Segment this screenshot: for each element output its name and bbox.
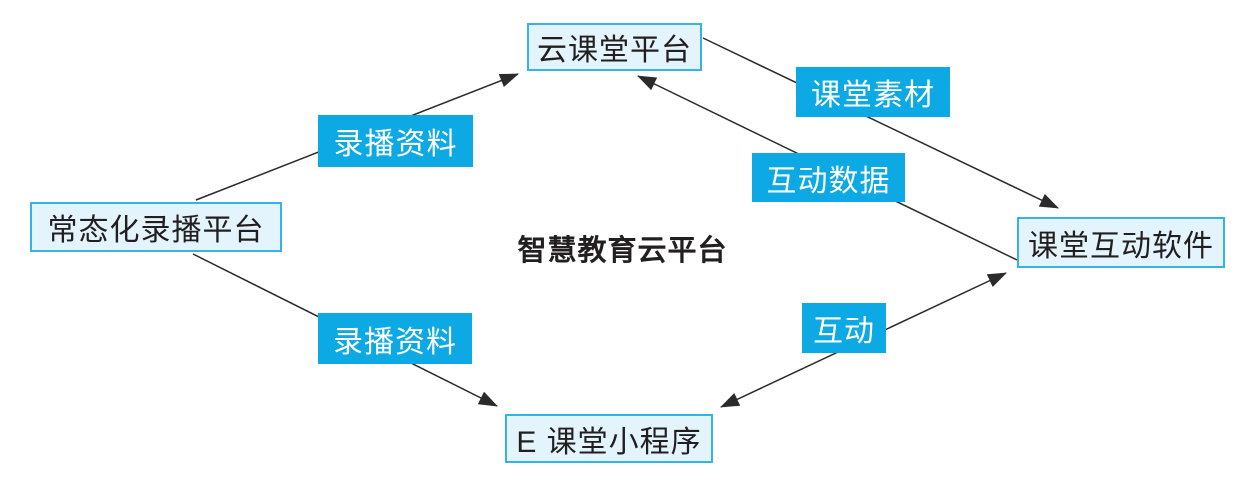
edge-label-interaction-data: 互动数据	[752, 153, 905, 202]
node-cloud-classroom-label: 云课堂平台	[537, 34, 692, 67]
edge-label-recording-materials-bottom: 录播资料	[318, 313, 472, 364]
edge-label-classroom-materials: 课堂素材	[796, 67, 950, 117]
edge-label-interaction: 互动	[802, 303, 886, 353]
edge-cloud-to-interactive	[702, 37, 1059, 209]
diagram-title: 智慧教育云平台	[517, 235, 728, 267]
node-recording-platform: 常态化录播平台	[30, 202, 282, 252]
node-interactive-software-label: 课堂互动软件	[1028, 229, 1214, 263]
edge-label-text: 互动	[813, 315, 875, 348]
edge-label-text: 课堂素材	[811, 79, 935, 112]
node-interactive-software: 课堂互动软件	[1017, 217, 1225, 268]
node-eclass-miniprogram: E 课堂小程序	[505, 414, 713, 463]
node-eclass-miniprogram-label: E 课堂小程序	[516, 425, 702, 459]
node-cloud-classroom: 云课堂平台	[527, 23, 702, 71]
edge-label-text: 互动数据	[766, 164, 891, 198]
node-recording-platform-label: 常态化录播平台	[47, 214, 265, 247]
edge-label-recording-materials-top: 录播资料	[318, 115, 473, 167]
edge-label-text: 录播资料	[333, 128, 458, 161]
edge-label-text: 录播资料	[333, 325, 457, 359]
